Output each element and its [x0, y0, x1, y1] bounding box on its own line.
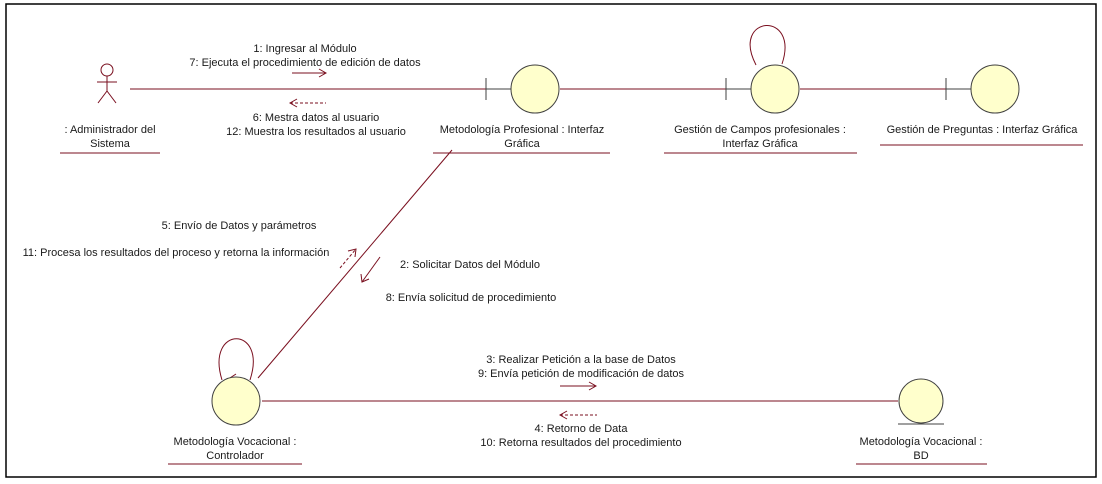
boundary-gestion-preguntas[interactable] — [945, 64, 1020, 114]
control-circle — [211, 376, 261, 426]
boundary-metodologia-profesional[interactable] — [485, 64, 560, 114]
self-loop-controlador[interactable] — [218, 338, 254, 381]
link-mp-ctrl[interactable] — [257, 149, 453, 379]
entity-circle — [898, 378, 944, 424]
gc-label-line2: Interfaz Gráfica — [722, 138, 798, 150]
msg-7: 7: Ejecuta el procedimiento de edición d… — [189, 57, 421, 69]
msg-3: 3: Realizar Petición a la base de Datos — [486, 354, 676, 366]
gp-label-line1: Gestión de Preguntas : Interfaz Gráfica — [887, 124, 1079, 136]
msg-5: 5: Envío de Datos y parámetros — [162, 220, 317, 232]
mp-label-line1: Metodología Profesional : Interfaz — [440, 124, 604, 136]
entity-bd[interactable] — [898, 378, 944, 425]
msg-8: 8: Envía solicitud de procedimiento — [386, 292, 557, 304]
msg-2: 2: Solicitar Datos del Módulo — [400, 259, 540, 271]
msg-9: 9: Envía petición de modificación de dat… — [478, 368, 685, 380]
arrow-mp-to-ctrl — [361, 256, 381, 283]
arrow-mp-to-admin-head-icon — [288, 98, 298, 108]
boundary-circle — [510, 64, 560, 114]
admin-label-line2: Sistema — [90, 138, 131, 150]
ctrl-label-line1: Metodología Vocacional : — [174, 436, 297, 448]
msg-6: 6: Mestra datos al usuario — [253, 112, 380, 124]
boundary-circle — [970, 64, 1020, 114]
arrow-mp-to-ctrl-head-icon — [360, 273, 370, 283]
diagram-border — [5, 3, 1097, 478]
boundary-gestion-campos[interactable] — [725, 64, 800, 114]
arrow-ctrl-to-mp — [339, 248, 357, 269]
gc-label-line1: Gestión de Campos profesionales : — [674, 124, 846, 136]
msg-11: 11: Procesa los resultados del proceso y… — [23, 247, 330, 259]
arrow-admin-to-mp-head-icon — [318, 68, 328, 78]
arrow-bd-to-ctrl-head-icon — [558, 410, 568, 420]
actor-leg-right — [106, 90, 117, 104]
actor-head — [100, 63, 114, 77]
admin-label-line1: : Administrador del — [64, 124, 155, 136]
bd-label-line1: Metodología Vocacional : — [860, 436, 983, 448]
self-loop-gestion-campos[interactable] — [749, 25, 786, 66]
bd-label-line2: BD — [913, 450, 928, 462]
msg-12: 12: Muestra los resultados al usuario — [226, 126, 406, 138]
actor-leg-left — [97, 90, 108, 104]
message-arrows — [288, 68, 598, 420]
arrow-ctrl-to-mp-head-icon — [347, 248, 357, 258]
control-controlador[interactable] — [211, 376, 261, 426]
msg-10: 10: Retorna resultados del procedimiento — [480, 437, 681, 449]
boundary-circle — [750, 64, 800, 114]
arrow-ctrl-to-bd-head-icon — [588, 381, 598, 391]
links — [130, 25, 970, 402]
msg-1: 1: Ingresar al Módulo — [253, 43, 356, 55]
actor-administrador[interactable] — [97, 63, 117, 104]
msg-4: 4: Retorno de Data — [535, 423, 629, 435]
mp-label-line2: Gráfica — [504, 138, 540, 150]
ctrl-label-line2: Controlador — [206, 450, 264, 462]
